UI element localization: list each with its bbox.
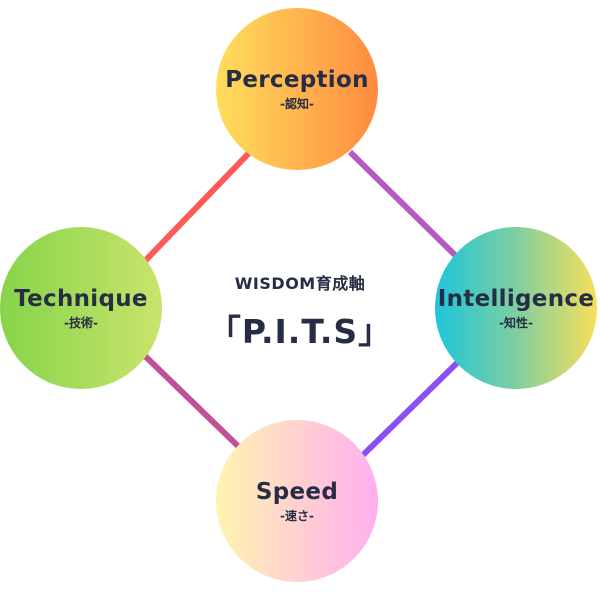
line-intelligence-speed [359, 359, 461, 459]
node-title: Speed [255, 478, 339, 505]
node-subtitle: -認知- [280, 96, 314, 111]
node-technique: Technique -技術- [0, 227, 162, 389]
line-perception-technique [141, 149, 253, 265]
node-subtitle: -速さ- [280, 508, 314, 523]
node-title: Intelligence [437, 285, 595, 312]
node-title: Technique [14, 285, 148, 312]
center-subtitle: WISDOM育成軸 [234, 274, 366, 293]
node-intelligence: Intelligence -知性- [435, 227, 597, 389]
node-speed: Speed -速さ- [216, 420, 378, 582]
node-subtitle: -知性- [499, 315, 533, 330]
node-perception: Perception -認知- [216, 8, 378, 170]
node-subtitle: -技術- [64, 315, 98, 330]
center-title: 「P.I.T.S」 [207, 312, 393, 351]
node-title: Perception [225, 66, 369, 93]
line-technique-speed [141, 352, 243, 451]
line-perception-intelligence [347, 149, 461, 261]
